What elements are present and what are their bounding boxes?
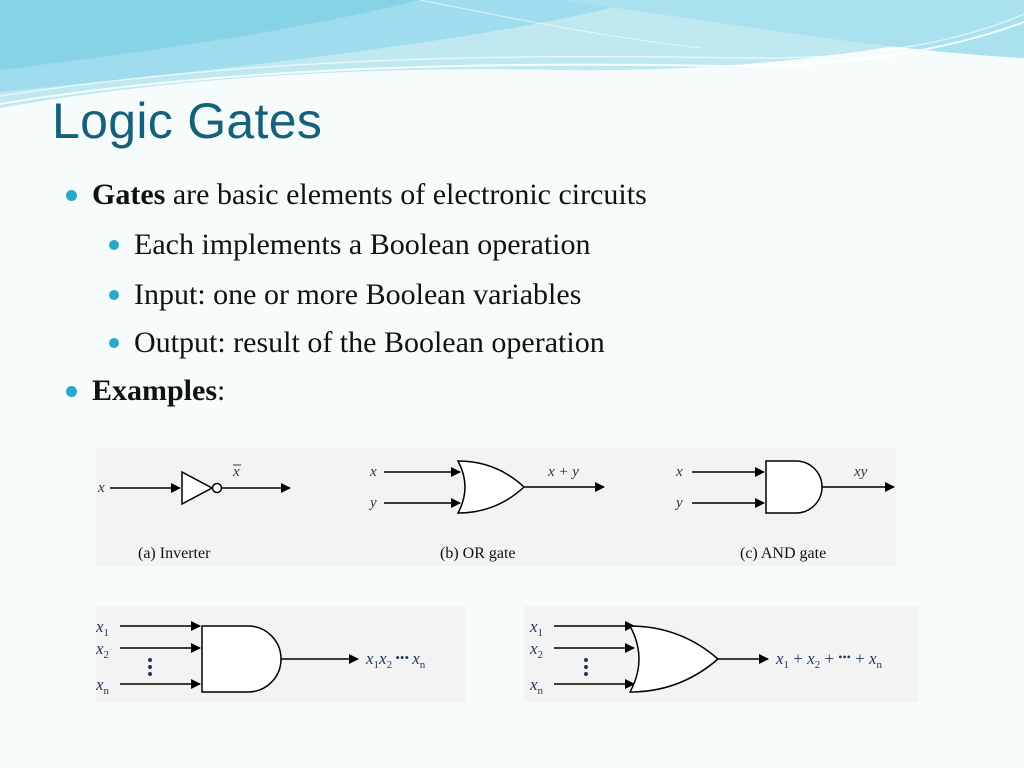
or-caption: (b) OR gate: [440, 545, 516, 562]
sub-bullet-operation: Each implements a Boolean operation: [109, 228, 591, 262]
multi-or-inputn-label: xn: [529, 675, 544, 697]
bullet-text: Input: one or more Boolean variables: [134, 278, 582, 311]
sub-bullet-input: Input: one or more Boolean variables: [109, 278, 582, 312]
inverter-bubble: [211, 482, 223, 494]
inverter-diagram: x x (a) Inverter: [97, 464, 291, 562]
bullet-bold-term: Gates: [92, 178, 166, 211]
multi-and-inputn-label: xn: [96, 675, 110, 697]
and-input1-label: x: [675, 464, 683, 480]
and-gate-diagram: x y xy (c) AND gate: [674, 460, 895, 562]
background-waves: [0, 0, 1024, 108]
ellipsis-dot: [148, 672, 152, 676]
figure-multi-input-or: x1 x2 xn x1 + x2 + ••• + xn: [524, 606, 918, 702]
inverter-triangle: [181, 470, 214, 506]
multi-and-input2-label: x2: [96, 639, 109, 661]
bullet-icon: [66, 386, 77, 397]
bullet-gates: Gates are basic elements of electronic c…: [66, 178, 647, 212]
ellipsis-dot: [148, 665, 152, 669]
bullet-bold-term: Examples: [92, 374, 218, 407]
inverter-input-label: x: [97, 480, 105, 496]
bullet-icon: [109, 290, 119, 300]
slide-title: Logic Gates: [52, 93, 323, 149]
sub-bullet-output: Output: result of the Boolean operation: [109, 326, 605, 360]
or-output-label: x + y: [547, 464, 579, 480]
or-gate-body: [456, 460, 526, 514]
figure-basic-gates: x x (a) Inverter x y x + y (b) OR gate: [96, 448, 896, 566]
multi-or-input2-label: x2: [529, 639, 543, 661]
or-gate-diagram: x y x + y (b) OR gate: [368, 460, 605, 562]
bullet-icon: [66, 190, 77, 201]
bullet-text: Output: result of the Boolean operation: [134, 326, 605, 359]
inverter-output-label: x: [232, 464, 240, 480]
inverter-caption: (a) Inverter: [138, 545, 211, 562]
multi-and-input1-label: x1: [96, 617, 109, 639]
bullet-icon: [109, 338, 119, 348]
bullet-icon: [109, 240, 119, 250]
bullet-text: are basic elements of electronic circuit…: [165, 178, 647, 211]
multi-and-output-label: x1x2 ••• xn: [365, 649, 426, 671]
bullet-examples: Examples:: [66, 374, 226, 408]
ellipsis-dot: [148, 658, 152, 662]
and-gate-body: [765, 460, 823, 514]
multi-or-output-label: x1 + x2 + ••• + xn: [775, 649, 883, 671]
and-input2-label: y: [674, 495, 683, 511]
ellipsis-dot: [584, 672, 588, 676]
multi-or-gate-body: [628, 625, 720, 693]
ellipsis-dot: [584, 665, 588, 669]
bullet-text: Each implements a Boolean operation: [134, 228, 591, 261]
bullet-text: :: [217, 374, 226, 407]
or-input2-label: y: [368, 495, 377, 511]
figure-multi-input-and: x1 x2 xn x1x2 ••• xn: [95, 606, 466, 702]
and-output-label: xy: [853, 464, 868, 480]
or-input1-label: x: [369, 464, 377, 480]
and-caption: (c) AND gate: [740, 545, 826, 562]
multi-or-input1-label: x1: [529, 617, 543, 639]
ellipsis-dot: [584, 658, 588, 662]
multi-and-gate-body: [201, 625, 282, 693]
